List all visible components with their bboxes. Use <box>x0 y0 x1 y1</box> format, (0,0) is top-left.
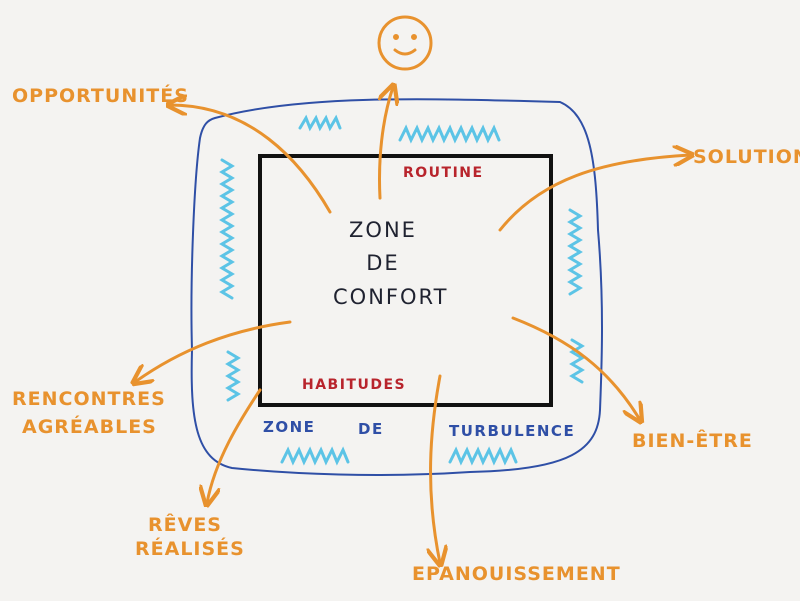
label-bien-etre: BIEN-ÊTRE <box>632 430 753 452</box>
smiley-icon <box>377 15 433 71</box>
arrow-epanouissement <box>431 374 440 563</box>
arrow-rencontres <box>135 320 292 382</box>
label-epanouissement: EPANOUISSEMENT <box>412 563 621 585</box>
arrow-solution <box>498 155 690 232</box>
arrow-opportunites <box>170 105 332 214</box>
label-solution: SOLUTION <box>693 146 800 168</box>
turbulence-word-zone: ZONE <box>263 418 316 436</box>
outcome-arrows <box>135 87 690 563</box>
turbulence-zone-outline <box>190 98 603 476</box>
label-rencontres-2: AGRÉABLES <box>22 416 157 438</box>
turbulence-word-de: DE <box>358 420 384 438</box>
arrow-bien-etre <box>511 316 640 420</box>
comfort-zone-box <box>258 154 553 407</box>
comfort-zone-title-line2: DE <box>366 251 400 275</box>
turbulence-scribbles <box>219 114 585 466</box>
label-reves-2: RÉALISÉS <box>135 538 245 560</box>
label-reves-1: RÊVES <box>148 514 222 536</box>
routine-label: ROUTINE <box>403 165 484 181</box>
label-rencontres-1: RENCONTRES <box>12 388 166 410</box>
comfort-zone-title-line3: CONFORT <box>333 285 449 309</box>
habitudes-label: HABITUDES <box>302 377 407 393</box>
arrow-smiley <box>380 87 393 200</box>
comfort-zone-title-line1: ZONE <box>349 218 417 242</box>
label-opportunites: OPPORTUNITÉS <box>12 85 189 107</box>
arrow-reves <box>207 388 262 503</box>
turbulence-word-turbulence: TURBULENCE <box>449 422 576 440</box>
